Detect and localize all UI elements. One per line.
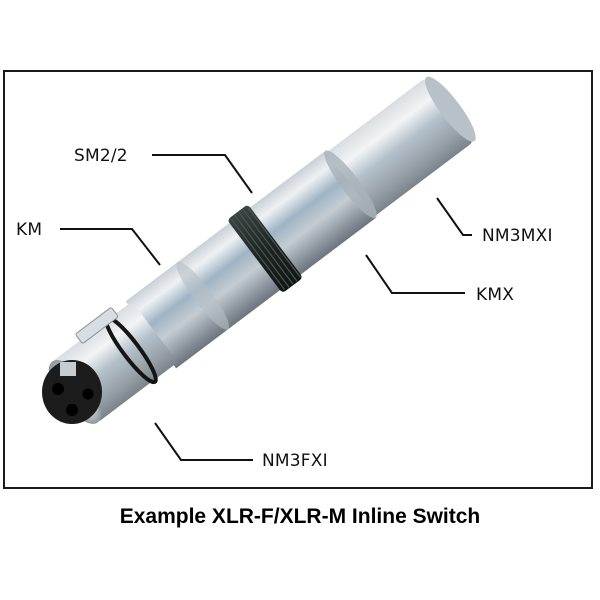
connector-body [48, 76, 476, 424]
leader-line-sm2-2 [152, 154, 253, 194]
callout-kmx: KMX [476, 285, 515, 305]
switch-ring [228, 205, 302, 292]
callout-nm3fxi: NM3FXI [262, 451, 328, 471]
leader-line-km [60, 228, 161, 266]
diagram-frame [3, 70, 593, 489]
xlr-female-insert [42, 360, 102, 424]
leader-line-nm3fxi [154, 422, 253, 461]
leader-lines [60, 154, 472, 461]
callout-nm3mxi: NM3MXI [482, 226, 553, 246]
leader-line-kmx [365, 254, 465, 294]
figure-caption: Example XLR-F/XLR-M Inline Switch [119, 505, 481, 528]
callout-km: KM [16, 220, 43, 240]
leader-line-nm3mxi [436, 197, 472, 236]
callout-sm2-2: SM2/2 [74, 146, 128, 166]
